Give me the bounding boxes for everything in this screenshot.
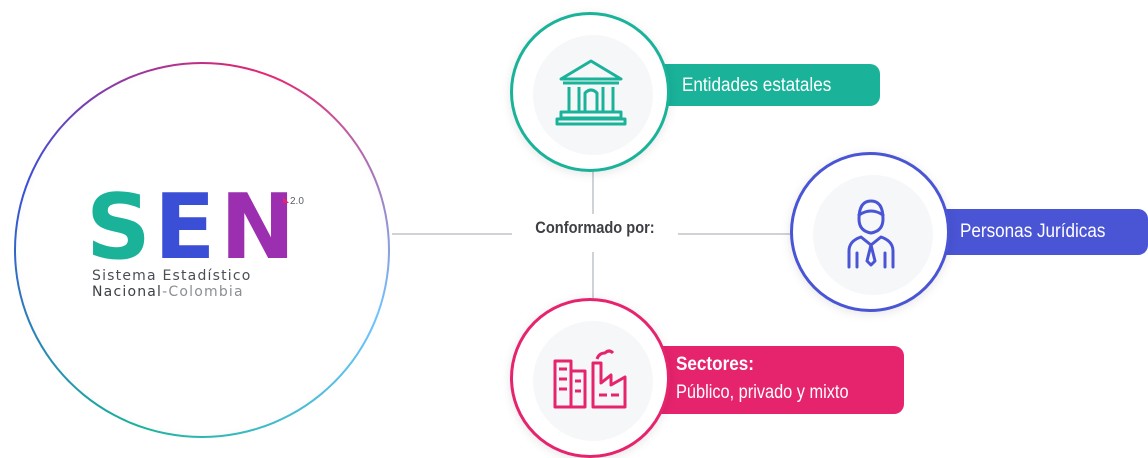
center-label: Conformado por: [523, 218, 667, 238]
buildings-factory-icon [553, 349, 627, 409]
label-sectores-subtitle: Público, privado y mixto [676, 382, 849, 403]
label-personas-juridicas: Personas Jurídicas [920, 209, 1148, 255]
government-building-icon [555, 59, 627, 126]
connector-center-bottom [592, 252, 594, 298]
label-sectores-title: Sectores: [676, 354, 754, 375]
label-entidades-estatales: Entidades estatales [650, 64, 880, 106]
sen-logo-circle: S E N 2.0 Sistema Estadístico Nacional-C… [14, 62, 390, 438]
sen-subtitle-line2: Nacional-Colombia [92, 284, 252, 300]
node-personas-juridicas [790, 152, 950, 312]
businessman-icon [847, 199, 895, 269]
node-sectores [510, 298, 670, 458]
node-estatales-inner [533, 35, 653, 155]
sen-subtitle-nacional: Nacional [92, 284, 163, 300]
connector-logo-center [392, 233, 512, 235]
connector-center-top [592, 168, 594, 214]
sen-letter-e: E [154, 175, 216, 280]
label-entidades-text: Entidades estatales [682, 75, 832, 96]
node-entidades-estatales [510, 12, 670, 172]
node-juridicas-inner [813, 175, 933, 295]
sen-letter-n: N [220, 175, 296, 280]
sen-version: 2.0 [290, 196, 304, 207]
label-sectores: Sectores: Público, privado y mixto [654, 346, 904, 414]
version-tick [283, 197, 289, 203]
sen-letter-s: S [86, 175, 151, 280]
sen-subtitle-line1: Sistema Estadístico [92, 268, 252, 284]
sen-subtitle-colombia: -Colombia [162, 284, 244, 300]
connector-center-right [678, 233, 790, 235]
label-juridicas-text: Personas Jurídicas [960, 221, 1106, 242]
sen-subtitle: Sistema Estadístico Nacional-Colombia [92, 268, 252, 300]
